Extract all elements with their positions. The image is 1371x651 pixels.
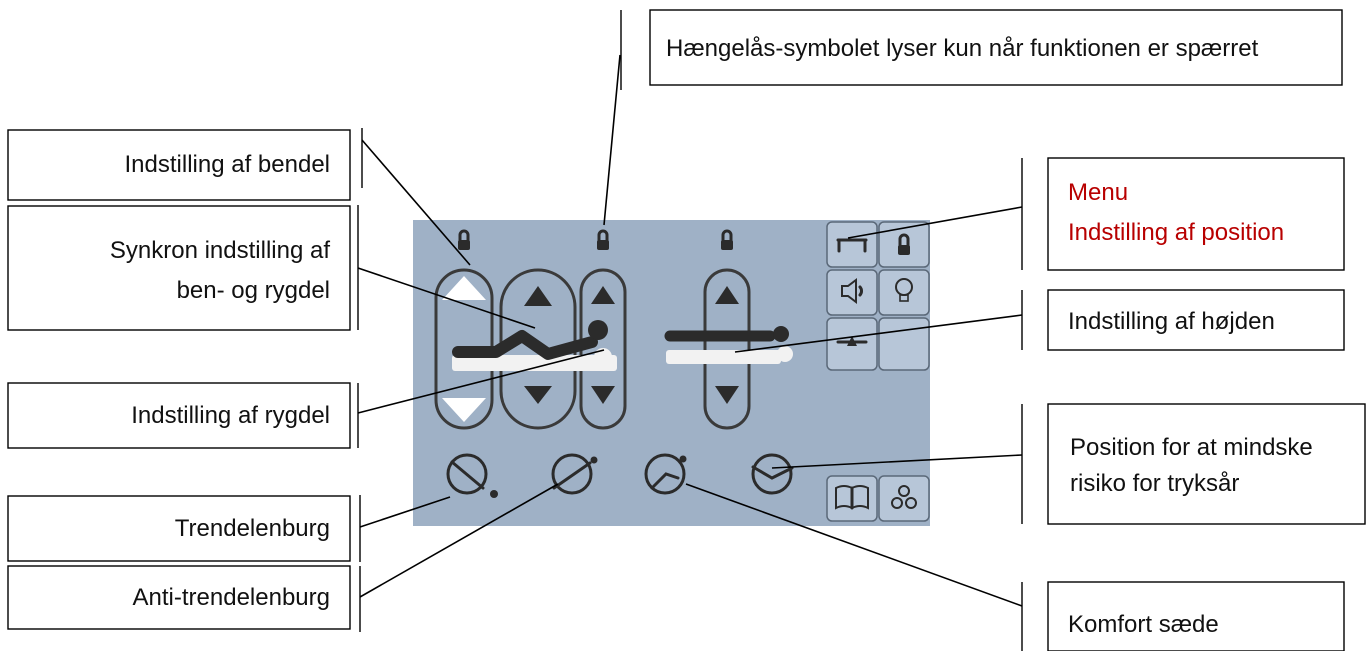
callout-pressure-relief: Position for at mindske risiko for tryks… [1021, 403, 1366, 525]
light-button[interactable] [878, 269, 930, 316]
up-arrow-icon [591, 286, 615, 304]
back-section-label: Indstilling af rygdel [131, 402, 330, 429]
up-arrow-icon [524, 286, 552, 306]
callout-trendelenburg: Trendelenburg [7, 495, 361, 562]
padlock-icon [721, 229, 733, 250]
down-arrow-icon [524, 386, 552, 404]
menu-label-line1: Menu [1068, 179, 1128, 206]
sync-label-line1: Synkron indstilling af [110, 237, 330, 264]
settings-button[interactable] [878, 475, 930, 522]
leader-lines [357, 54, 1023, 607]
sound-button[interactable] [826, 269, 878, 316]
anti-trendelenburg-icon[interactable] [551, 453, 598, 495]
height-button[interactable] [703, 268, 751, 430]
callout-menu: Menu Indstilling af position [1021, 157, 1345, 271]
callout-anti-trendelenburg: Anti-trendelenburg [7, 565, 361, 632]
padlock-note-label: Hængelås-symbolet lyser kun når funktion… [666, 35, 1259, 62]
manual-button[interactable] [826, 475, 878, 522]
lock-button[interactable] [878, 221, 930, 268]
menu-label-line2: Indstilling af position [1068, 219, 1284, 246]
trendelenburg-label: Trendelenburg [175, 515, 330, 542]
padlock-icon [458, 229, 470, 250]
anti-trendelenburg-label: Anti-trendelenburg [133, 584, 330, 611]
blank-button[interactable] [878, 317, 930, 371]
callout-leg-section: Indstilling af bendel [7, 128, 363, 201]
pressure-label-line2: risiko for tryksår [1070, 470, 1239, 497]
comfort-seat-icon[interactable] [644, 453, 687, 495]
padlock-icon [597, 229, 609, 250]
sync-label-line2: ben- og rygdel [177, 277, 330, 304]
trendelenburg-icon[interactable] [446, 453, 498, 498]
down-arrow-icon [591, 386, 615, 404]
reclining-bed-figure [452, 320, 617, 371]
menu-position-button[interactable] [826, 221, 878, 268]
down-arrow-icon [715, 386, 739, 404]
callout-sync-section: Synkron indstilling af ben- og rygdel [7, 205, 359, 331]
flat-bed-figure [664, 326, 793, 364]
callout-comfort-seat: Komfort sæde [1021, 581, 1345, 651]
leg-section-label: Indstilling af bendel [125, 151, 330, 178]
pressure-relief-icon[interactable] [751, 453, 794, 495]
callout-height: Indstilling af højden [1021, 289, 1345, 351]
callout-padlock: Hængelås-symbolet lyser kun når funktion… [620, 9, 1343, 90]
callout-back-section: Indstilling af rygdel [7, 382, 359, 449]
control-panel [413, 220, 930, 526]
pressure-label-line1: Position for at mindske [1070, 434, 1313, 461]
comfort-seat-label: Komfort sæde [1068, 611, 1219, 638]
height-label: Indstilling af højden [1068, 308, 1275, 335]
scale-button[interactable] [826, 317, 878, 371]
up-arrow-icon [715, 286, 739, 304]
